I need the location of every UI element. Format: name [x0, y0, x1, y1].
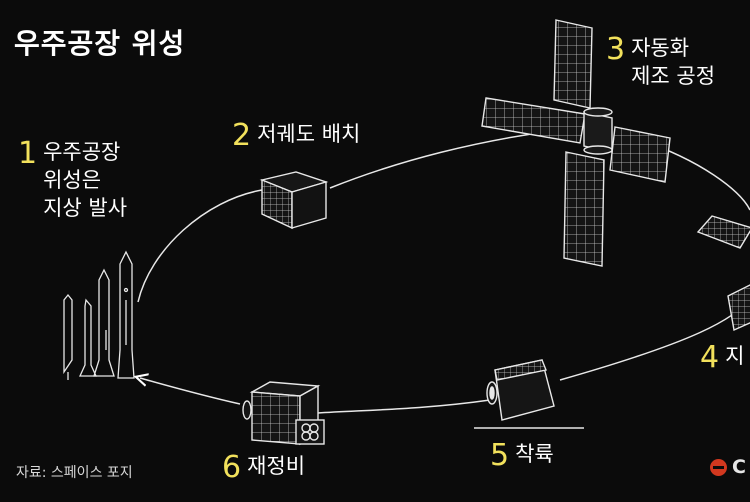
- step-2: 2 저궤도 배치: [232, 120, 360, 152]
- step-1-line-3: 지상 발사: [43, 196, 128, 220]
- landing-capsule-icon: [474, 359, 584, 429]
- step-3-label: 자동화 제조 공정: [631, 34, 715, 90]
- step-4: 4 지: [700, 342, 744, 374]
- step-1-label: 우주공장 위성은 지상 발사: [43, 138, 127, 222]
- step-5: 5 착륙: [490, 440, 554, 472]
- step-3: 3 자동화 제조 공정: [606, 34, 715, 90]
- cube-satellite-icon: [259, 171, 329, 230]
- step-2-label: 저궤도 배치: [257, 120, 360, 148]
- step-1-line-2: 위성은: [43, 168, 102, 192]
- step-3-line-1: 자동화: [631, 36, 690, 60]
- step-2-line-1: 저궤도 배치: [257, 122, 361, 146]
- solar-array-satellite-icon: [481, 19, 671, 267]
- step-6: 6 재정비: [222, 452, 305, 484]
- satellite-partial-icon: [696, 215, 750, 332]
- step-4-line-1: 지: [725, 344, 745, 368]
- step-4-number: 4: [700, 340, 720, 375]
- step-6-number: 6: [222, 450, 242, 485]
- page-title: 우주공장 위성: [14, 27, 186, 60]
- step-2-number: 2: [232, 118, 252, 153]
- step-5-number: 5: [490, 438, 510, 473]
- step-3-number: 3: [606, 32, 626, 67]
- step-5-line-1: 착륙: [515, 442, 554, 466]
- step-3-line-2: 제조 공정: [631, 64, 716, 88]
- step-1-line-1: 우주공장: [43, 140, 121, 164]
- rocket-icon: [63, 250, 135, 380]
- step-6-line-1: 재정비: [247, 454, 306, 478]
- publisher-logo: C: [710, 456, 746, 478]
- step-4-label: 지: [725, 342, 744, 370]
- step-6-label: 재정비: [247, 452, 305, 480]
- orbit-path: [138, 129, 750, 414]
- publisher-logo-icon: [710, 458, 727, 476]
- publisher-logo-text: C: [732, 456, 746, 478]
- step-1-number: 1: [18, 136, 38, 171]
- step-1: 1 우주공장 위성은 지상 발사: [18, 138, 127, 222]
- step-5-label: 착륙: [515, 440, 554, 468]
- refurbish-module-icon: [242, 381, 325, 446]
- source-credit: 자료: 스페이스 포지: [16, 465, 133, 481]
